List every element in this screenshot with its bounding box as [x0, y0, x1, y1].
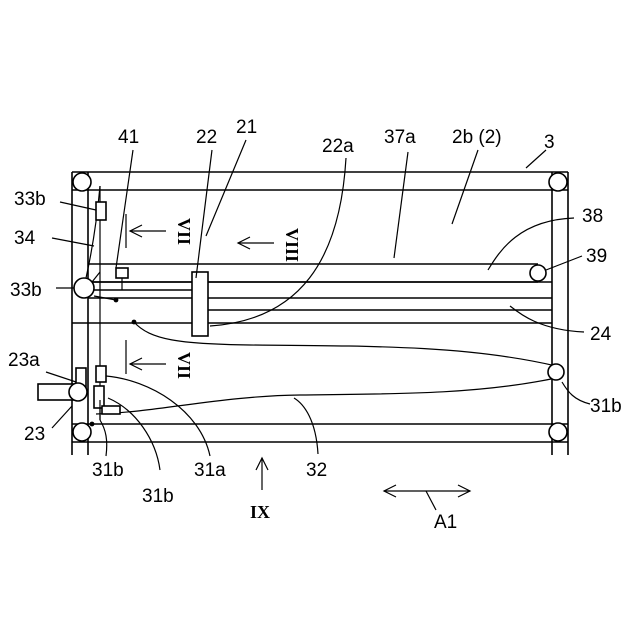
mechanism-23: [38, 366, 120, 426]
label-31a: 31a: [194, 460, 226, 481]
label-37a: 37a: [384, 127, 416, 148]
label-22: 22: [196, 127, 217, 148]
label-23: 23: [24, 424, 45, 445]
label-24: 24: [590, 324, 612, 345]
section-ix: IX: [250, 502, 270, 522]
label-a1: A1: [434, 512, 457, 533]
label-33b-top: 33b: [14, 189, 46, 210]
section-viii: VIII: [282, 228, 302, 262]
label-22a: 22a: [322, 136, 354, 157]
label-32: 32: [306, 460, 327, 481]
cable-32: [96, 320, 564, 414]
label-21: 21: [236, 117, 257, 138]
rails-24: [72, 282, 552, 323]
frame-3: [72, 172, 568, 455]
cable-34: [86, 186, 128, 420]
label-31b-left: 31b: [92, 460, 124, 481]
label-31b-mid: 31b: [142, 486, 174, 507]
label-34: 34: [14, 228, 36, 249]
section-arrows: [126, 214, 274, 490]
label-38: 38: [582, 206, 603, 227]
section-vii-bottom: VII: [174, 352, 194, 379]
label-31b-right: 31b: [590, 396, 622, 417]
label-39: 39: [586, 246, 607, 267]
label-3: 3: [544, 132, 555, 153]
direction-a1: [384, 485, 470, 510]
label-41: 41: [118, 127, 139, 148]
section-vii-top: VII: [174, 218, 194, 245]
label-2b: 2b (2): [452, 127, 502, 148]
label-23a: 23a: [8, 350, 40, 371]
label-33b-mid: 33b: [10, 280, 42, 301]
